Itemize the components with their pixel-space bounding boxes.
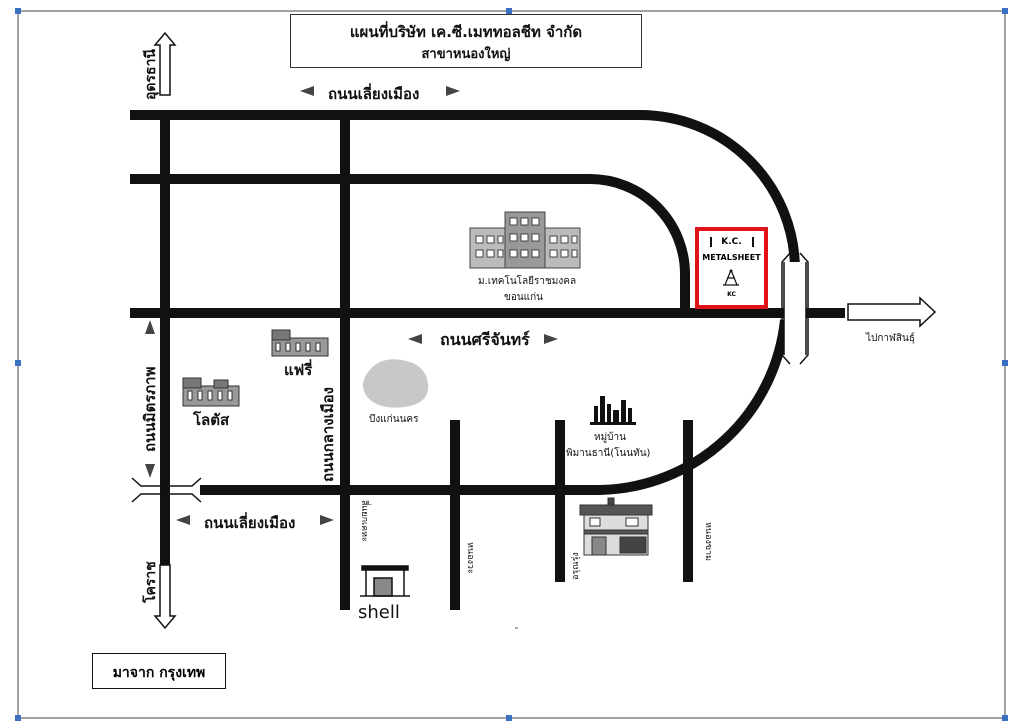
fairy-store-icon: [271, 329, 329, 357]
label-klang-mueang: ถนนกลางเมือง: [319, 387, 337, 482]
label-fairy: แฟรี่: [284, 361, 313, 379]
lake-shape: [363, 359, 429, 408]
label-kalasin: ไปกาฬสินธุ์: [866, 333, 915, 344]
road-second: [130, 174, 690, 310]
resize-handle-tr[interactable]: [1002, 8, 1008, 14]
resize-handle-tm[interactable]: [506, 8, 512, 14]
marker-line1: K.C.: [721, 237, 742, 247]
small-pointers: [145, 86, 558, 525]
arrow-up-udon: [153, 31, 177, 96]
label-village-2: พิมานธานี(โนนทัน): [566, 448, 651, 459]
resize-handle-mr[interactable]: [1002, 360, 1008, 366]
map-title-box: แผนที่บริษัท เค.ซี.เมททอลชีท จำกัด สาขาห…: [290, 14, 642, 68]
resize-handle-bm[interactable]: [506, 715, 512, 721]
label-side-road-4: หนองขาม: [703, 522, 713, 562]
label-sri-chan: ถนนศรีจันทร์: [440, 330, 530, 349]
label-side-road-2: หนองวะ: [465, 542, 475, 574]
label-shell: shell: [358, 602, 400, 623]
label-lake: บึงแก่นนคร: [369, 414, 419, 425]
company-marker: K.C. METALSHEET KC: [695, 227, 768, 309]
label-udon: อุดรธานี: [143, 49, 159, 100]
label-side-road-3: อรุณรุ่ง: [571, 552, 581, 580]
overpass-west: [131, 477, 202, 503]
marker-line3: KC: [727, 291, 736, 298]
label-lotus: โลตัส: [193, 411, 230, 429]
lotus-store-icon: [182, 377, 240, 407]
overpass-east: [781, 252, 809, 365]
direction-arrows: [153, 31, 937, 630]
label-side-road-1: สี่แยกเคหะ: [359, 500, 369, 542]
village-skyline-icon: [590, 396, 636, 425]
label-top-bypass: ถนนเลี่ยงเมือง: [328, 85, 420, 103]
resize-handle-bl[interactable]: [15, 715, 21, 721]
label-from-bangkok: มาจาก กรุงเทพ: [112, 665, 206, 681]
label-village-1: หมู่บ้าน: [594, 432, 626, 443]
road-network: [130, 110, 845, 620]
map-title: แผนที่บริษัท เค.ซี.เมททอลชีท จำกัด: [349, 23, 583, 41]
label-bottom-bypass: ถนนเลี่ยงเมือง: [204, 514, 296, 532]
shell-station-icon: [360, 565, 410, 597]
road-bottom-bypass: [200, 319, 790, 495]
map-subtitle: สาขาหนองใหญ่: [421, 47, 511, 62]
marker-top-ticks: [710, 237, 754, 247]
label-university-1: ม.เทคโนโลยีราชมงคล: [478, 276, 577, 287]
house-icon: [579, 497, 653, 556]
road-top-bypass: [130, 110, 800, 271]
arrow-down-korat: [153, 564, 177, 630]
marker-line2: METALSHEET: [702, 253, 761, 262]
marker-logo-icon: [723, 269, 739, 286]
university-icon: [469, 211, 581, 269]
from-bangkok-box: มาจาก กรุงเทพ: [92, 653, 226, 689]
label-korat: โคราช: [143, 561, 159, 603]
resize-handle-tl[interactable]: [15, 8, 21, 14]
overpass-markers: [131, 252, 809, 503]
resize-handle-br[interactable]: [1002, 715, 1008, 721]
arrow-right-kalasin: [847, 296, 937, 328]
resize-handle-ml[interactable]: [15, 360, 21, 366]
label-university-2: ขอนแก่น: [504, 292, 544, 303]
label-mittraphap: ถนนมิตรภาพ: [141, 366, 159, 452]
